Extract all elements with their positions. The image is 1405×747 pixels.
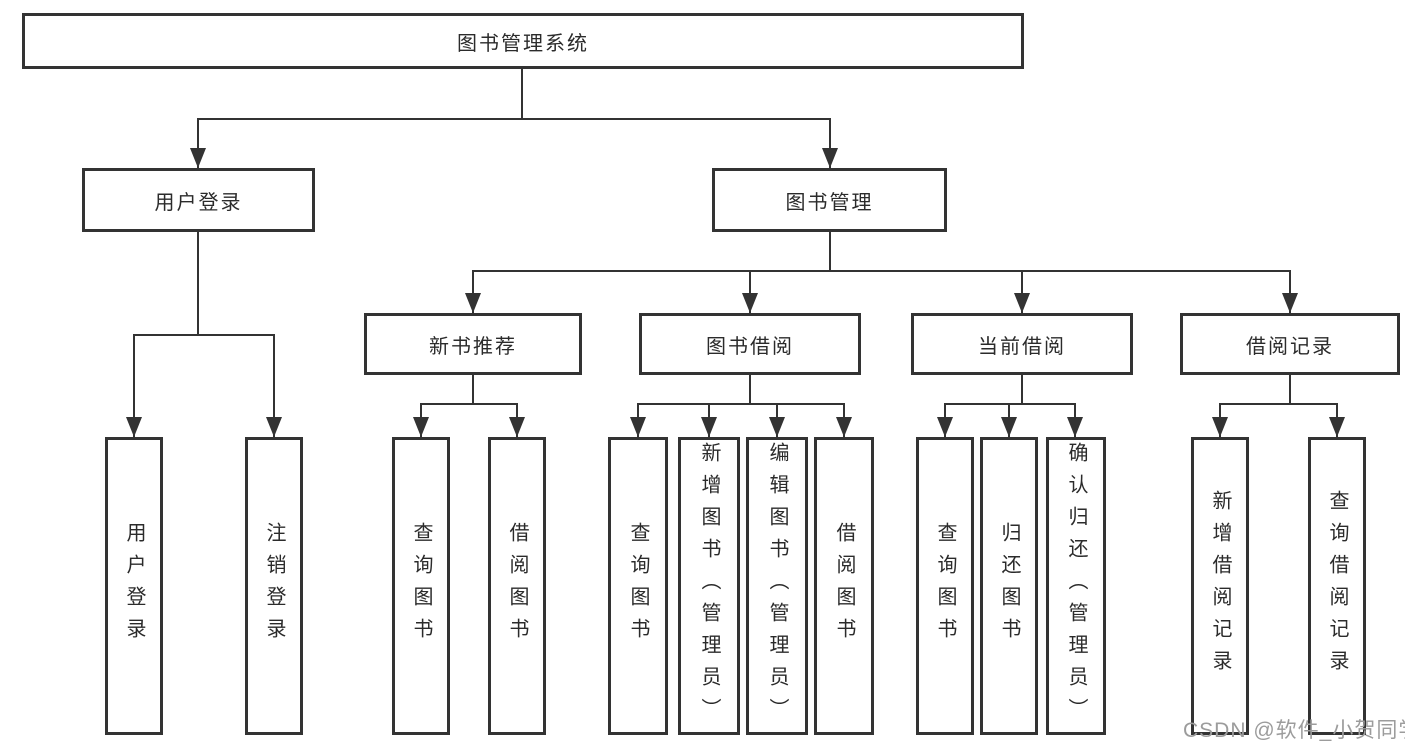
connector-arrowhead — [1014, 293, 1030, 313]
connector-arrowhead — [1067, 417, 1083, 437]
node-library-system: 图书管理系统 — [22, 13, 1024, 69]
leaf-confirm-return-admin-label: 确认归还（管理员） — [1065, 442, 1087, 730]
connector-arrowhead — [190, 148, 206, 168]
node-new-book-recommend: 新书推荐 — [364, 313, 582, 375]
leaf-borrow-books-recommend: 借阅图书 — [488, 437, 546, 735]
connector-arrowhead — [1329, 417, 1345, 437]
connector-line — [133, 334, 135, 437]
connector-line — [133, 334, 275, 336]
connector-line — [944, 403, 1076, 405]
node-user-login: 用户登录 — [82, 168, 315, 232]
leaf-edit-book-admin: 编辑图书（管理员） — [746, 437, 808, 735]
node-borrow-records-label: 借阅记录 — [1246, 335, 1334, 358]
connector-arrowhead — [266, 417, 282, 437]
connector-arrowhead — [1282, 293, 1298, 313]
connector-line — [749, 270, 751, 313]
leaf-query-books-borrow-label: 查询图书 — [627, 522, 649, 650]
connector-arrowhead — [769, 417, 785, 437]
connector-line — [472, 270, 474, 313]
connector-line — [829, 118, 831, 168]
connector-line — [521, 69, 523, 119]
node-borrow-records: 借阅记录 — [1180, 313, 1400, 375]
connector-line — [472, 270, 1291, 272]
node-book-borrow: 图书借阅 — [639, 313, 861, 375]
leaf-borrow-books-label: 借阅图书 — [833, 522, 855, 650]
connector-arrowhead — [509, 417, 525, 437]
connector-line — [273, 334, 275, 437]
connector-line — [749, 375, 751, 404]
leaf-borrow-books: 借阅图书 — [814, 437, 874, 735]
leaf-add-borrow-record: 新增借阅记录 — [1191, 437, 1249, 735]
leaf-user-login-label: 用户登录 — [123, 522, 145, 650]
connector-arrowhead — [822, 148, 838, 168]
node-new-book-recommend-label: 新书推荐 — [429, 335, 517, 358]
node-library-system-label: 图书管理系统 — [457, 32, 589, 55]
connector-line — [637, 403, 845, 405]
connector-line — [1289, 375, 1291, 404]
connector-line — [197, 118, 199, 168]
leaf-return-book: 归还图书 — [980, 437, 1038, 735]
leaf-logout-label: 注销登录 — [263, 522, 285, 650]
connector-arrowhead — [630, 417, 646, 437]
leaf-add-borrow-record-label: 新增借阅记录 — [1209, 490, 1231, 682]
connector-line — [1219, 403, 1338, 405]
node-book-management-label: 图书管理 — [785, 191, 874, 214]
connector-arrowhead — [1001, 417, 1017, 437]
leaf-query-borrow-record-label: 查询借阅记录 — [1326, 490, 1348, 682]
node-book-borrow-label: 图书借阅 — [706, 335, 794, 358]
node-current-borrow: 当前借阅 — [911, 313, 1133, 375]
leaf-query-books-current-label: 查询图书 — [934, 522, 956, 650]
node-user-login-label: 用户登录 — [154, 191, 243, 214]
connector-line — [420, 403, 518, 405]
leaf-query-books-borrow: 查询图书 — [608, 437, 668, 735]
leaf-edit-book-admin-label: 编辑图书（管理员） — [766, 442, 788, 730]
connector-line — [1021, 375, 1023, 404]
connector-line — [197, 118, 831, 120]
leaf-query-books-recommend-label: 查询图书 — [410, 522, 432, 650]
leaf-borrow-books-recommend-label: 借阅图书 — [506, 522, 528, 650]
node-current-borrow-label: 当前借阅 — [978, 335, 1066, 358]
leaf-query-borrow-record: 查询借阅记录 — [1308, 437, 1366, 735]
leaf-return-book-label: 归还图书 — [998, 522, 1020, 650]
connector-arrowhead — [126, 417, 142, 437]
connector-arrowhead — [742, 293, 758, 313]
leaf-confirm-return-admin: 确认归还（管理员） — [1046, 437, 1106, 735]
node-book-management: 图书管理 — [712, 168, 947, 232]
connector-arrowhead — [1212, 417, 1228, 437]
connector-arrowhead — [413, 417, 429, 437]
connector-line — [472, 375, 474, 404]
connector-line — [1289, 270, 1291, 313]
connector-arrowhead — [465, 293, 481, 313]
connector-line — [197, 232, 199, 335]
connector-arrowhead — [701, 417, 717, 437]
connector-arrowhead — [937, 417, 953, 437]
leaf-user-login: 用户登录 — [105, 437, 163, 735]
leaf-logout: 注销登录 — [245, 437, 303, 735]
leaf-add-book-admin: 新增图书（管理员） — [678, 437, 740, 735]
connector-line — [829, 232, 831, 271]
leaf-add-book-admin-label: 新增图书（管理员） — [698, 442, 720, 730]
connector-arrowhead — [836, 417, 852, 437]
watermark: CSDN @软件_小贺同学 — [1183, 719, 1405, 742]
connector-line — [1021, 270, 1023, 313]
leaf-query-books-current: 查询图书 — [916, 437, 974, 735]
leaf-query-books-recommend: 查询图书 — [392, 437, 450, 735]
